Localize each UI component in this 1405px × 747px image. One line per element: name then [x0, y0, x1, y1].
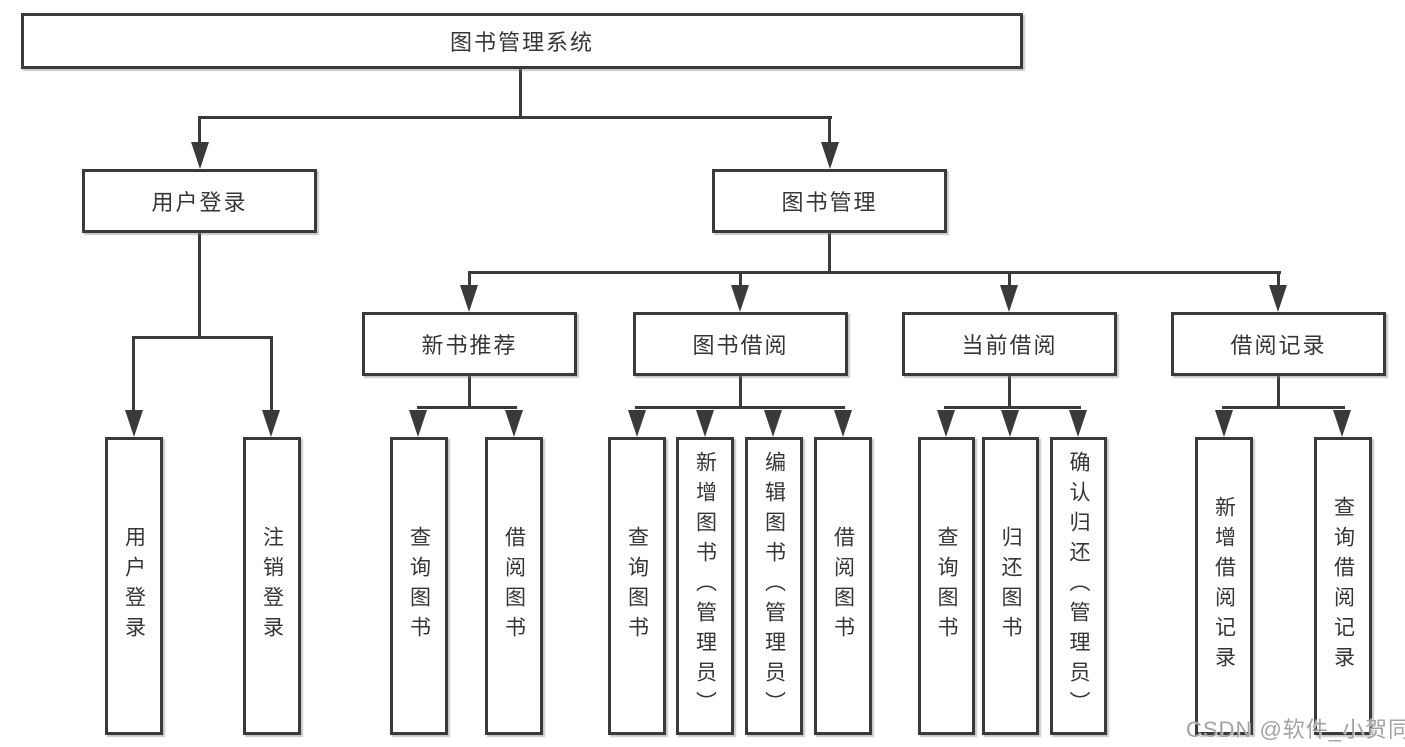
arrow-down-icon: [731, 285, 749, 312]
node-edit-book-admin: 编辑图书（管理员）: [745, 437, 803, 735]
node-new-book-recommend: 新书推荐: [362, 312, 577, 376]
connector-line: [739, 376, 742, 409]
node-label: 图书管理系统: [449, 30, 594, 55]
arrow-down-icon: [764, 410, 782, 437]
connector-line: [944, 406, 1081, 409]
connector-line: [417, 406, 517, 409]
node-user-login-leaf: 用户登录: [105, 437, 163, 735]
arrow-down-icon: [1269, 285, 1287, 312]
connector-line: [635, 406, 845, 409]
node-user-login: 用户登录: [82, 169, 317, 233]
connector-line: [132, 336, 135, 410]
connector-line: [198, 116, 832, 119]
node-query-books-recommend: 查询图书: [390, 437, 448, 735]
node-label: 图书管理: [781, 190, 878, 215]
node-label: 当前借阅: [961, 333, 1058, 358]
connector-line: [468, 271, 1281, 274]
node-label: 借阅记录: [1230, 333, 1327, 358]
node-label: 用户登录: [122, 526, 146, 646]
arrow-down-icon: [1001, 410, 1019, 437]
arrow-down-icon: [937, 410, 955, 437]
connector-line: [132, 336, 273, 339]
node-label: 编辑图书（管理员）: [762, 451, 786, 721]
arrow-down-icon: [834, 410, 852, 437]
node-current-borrowing: 当前借阅: [902, 312, 1117, 376]
connector-line: [1277, 376, 1280, 409]
node-borrow-books-recommend: 借阅图书: [485, 437, 543, 735]
node-label: 借阅图书: [831, 526, 855, 646]
csdn-watermark: CSDN @软件_小贺同学: [1186, 717, 1405, 742]
arrow-down-icon: [262, 410, 280, 437]
connector-line: [739, 271, 742, 285]
node-query-books-borrowing: 查询图书: [608, 437, 666, 735]
connector-line: [270, 336, 273, 410]
connector-line: [519, 69, 522, 119]
node-label: 用户登录: [151, 190, 248, 215]
node-return-book: 归还图书: [982, 437, 1039, 735]
node-logout: 注销登录: [243, 437, 301, 735]
arrow-down-icon: [1069, 410, 1087, 437]
node-label: 查询图书: [407, 526, 431, 646]
arrow-down-icon: [460, 285, 478, 312]
connector-line: [1008, 376, 1011, 409]
arrow-down-icon: [125, 410, 143, 437]
connector-line: [468, 271, 471, 285]
node-label: 新增图书（管理员）: [693, 451, 717, 721]
connector-line: [198, 116, 201, 142]
node-confirm-return-admin: 确认归还（管理员）: [1050, 437, 1107, 735]
node-add-book-admin: 新增图书（管理员）: [676, 437, 734, 735]
connector-line: [1008, 271, 1011, 285]
node-borrowing-records: 借阅记录: [1171, 312, 1386, 376]
arrow-down-icon: [505, 410, 523, 437]
node-label: 新增借阅记录: [1212, 496, 1236, 676]
node-borrow-book: 借阅图书: [814, 437, 872, 735]
node-label: 确认归还（管理员）: [1067, 451, 1090, 721]
node-label: 注销登录: [260, 526, 284, 646]
connector-line: [828, 116, 831, 142]
arrow-down-icon: [1333, 410, 1351, 437]
node-label: 归还图书: [999, 526, 1022, 646]
node-book-borrowing: 图书借阅: [633, 312, 848, 376]
arrow-down-icon: [191, 142, 209, 169]
arrow-down-icon: [1000, 285, 1018, 312]
connector-line: [1277, 271, 1280, 285]
connector-line: [468, 376, 471, 409]
node-query-borrow-record: 查询借阅记录: [1314, 437, 1372, 735]
node-add-borrow-record: 新增借阅记录: [1195, 437, 1253, 735]
node-label: 查询图书: [625, 526, 649, 646]
node-label: 借阅图书: [502, 526, 526, 646]
arrow-down-icon: [821, 142, 839, 169]
connector-line: [1222, 406, 1345, 409]
node-label: 查询图书: [935, 526, 958, 646]
arrow-down-icon: [409, 410, 427, 437]
node-library-management-system: 图书管理系统: [21, 13, 1023, 69]
node-label: 查询借阅记录: [1331, 496, 1355, 676]
node-book-management: 图书管理: [712, 169, 947, 233]
node-label: 图书借阅: [692, 333, 789, 358]
node-query-books-current: 查询图书: [918, 437, 975, 735]
connector-line: [198, 233, 201, 339]
arrow-down-icon: [1215, 410, 1233, 437]
connector-line: [828, 233, 831, 274]
arrow-down-icon: [628, 410, 646, 437]
node-label: 新书推荐: [421, 333, 518, 358]
arrow-down-icon: [696, 410, 714, 437]
